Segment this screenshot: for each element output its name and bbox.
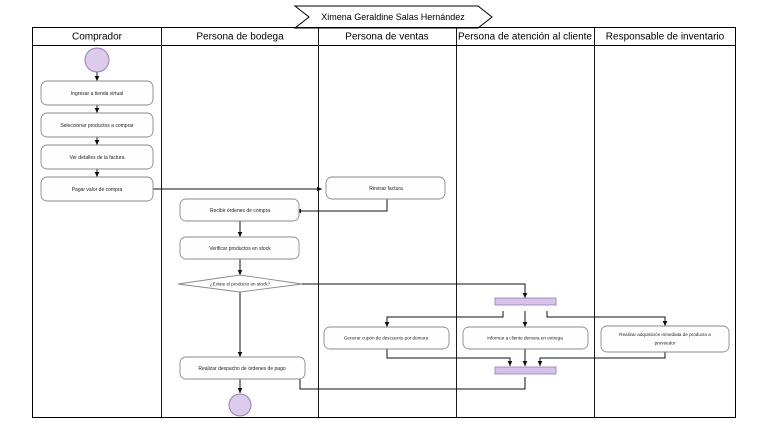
join-bar[interactable] xyxy=(494,366,557,375)
action-box[interactable] xyxy=(40,80,154,106)
action-label: Seleccionar productos a comprar xyxy=(60,123,134,129)
action-realizar-despacho-ordenes-pago[interactable]: Realizar despacho de órdenes de pago xyxy=(179,356,306,380)
final-node[interactable] xyxy=(228,393,252,417)
action-label: Recibir órdenes de compra xyxy=(210,208,270,214)
action-label: Realizar despacho de órdenes de pago xyxy=(198,366,286,372)
flow-edges xyxy=(94,72,668,394)
action-label-line1: Realizar adquisición inmediata de produc… xyxy=(619,332,711,337)
diagram-title: Ximena Geraldine Salas Hernández xyxy=(321,12,465,22)
action-label: Ver detalles de la factura xyxy=(69,155,124,161)
action-label: Generar cupón de descuento por demora xyxy=(344,336,429,341)
frame-outline xyxy=(32,27,736,418)
action-ver-detalles-factura[interactable]: Ver detalles de la factura xyxy=(40,144,154,170)
action-box[interactable] xyxy=(40,176,154,202)
action-box[interactable] xyxy=(325,176,446,200)
action-box[interactable] xyxy=(462,326,589,350)
decision-existe-producto-stock[interactable]: ¿Existe el producto en stock? xyxy=(177,274,303,293)
lane-header-ventas: Persona de ventas xyxy=(345,32,428,43)
edge-i1-to-join xyxy=(537,352,666,367)
action-box[interactable] xyxy=(600,325,730,353)
action-box[interactable] xyxy=(179,236,300,260)
action-label: Pagar valor de compra xyxy=(72,187,123,193)
edge-fork-to-v2 xyxy=(384,311,504,328)
action-revisar-factura[interactable]: Revisar factura xyxy=(325,176,446,200)
action-box[interactable] xyxy=(323,326,450,350)
action-label-line2: proveedor xyxy=(655,341,676,346)
fork-bar[interactable] xyxy=(494,297,557,306)
action-label: Informar a cliente demora en entrega xyxy=(487,336,563,341)
action-box[interactable] xyxy=(40,112,154,138)
action-box[interactable] xyxy=(179,356,306,380)
edge-v2-to-join xyxy=(386,349,513,367)
edge-join-to-b3 xyxy=(299,365,526,390)
edge-fork-to-i1 xyxy=(546,311,668,327)
lane-headers: Comprador Persona de bodega Persona de v… xyxy=(72,32,725,43)
action-box[interactable] xyxy=(179,198,300,222)
lane-header-bodega: Persona de bodega xyxy=(196,32,284,43)
action-label: Ingresar a tienda virtual xyxy=(71,91,123,97)
swimlane-frame xyxy=(32,27,736,418)
action-pagar-valor-compra[interactable]: Pagar valor de compra xyxy=(40,176,154,202)
lane-header-comprador: Comprador xyxy=(72,32,123,43)
decision-diamond[interactable] xyxy=(177,274,303,293)
edge-decision-no-to-fork xyxy=(302,283,528,299)
diagram-title-banner: Ximena Geraldine Salas Hernández xyxy=(293,5,493,29)
action-ingresar-tienda-virtual[interactable]: Ingresar a tienda virtual xyxy=(40,80,154,106)
edge-v1-to-b1 xyxy=(295,199,388,214)
action-seleccionar-productos[interactable]: Seleccionar productos a comprar xyxy=(40,112,154,138)
decision-label: ¿Existe el producto en stock? xyxy=(210,282,271,287)
action-recibir-ordenes-compra[interactable]: Recibir órdenes de compra xyxy=(179,198,300,222)
action-realizar-adquisicion-inmediata[interactable]: Realizar adquisición inmediata de produc… xyxy=(600,325,730,353)
lane-header-inventario: Responsable de inventario xyxy=(606,32,725,43)
action-generar-cupon-descuento[interactable]: Generar cupón de descuento por demora xyxy=(323,326,450,350)
initial-node[interactable] xyxy=(84,47,110,73)
action-label: Verificar productos en stock xyxy=(209,246,271,252)
action-box[interactable] xyxy=(40,144,154,170)
action-informar-cliente-demora[interactable]: Informar a cliente demora en entrega xyxy=(462,326,589,350)
action-verificar-productos-stock[interactable]: Verificar productos en stock xyxy=(179,236,300,260)
action-label: Revisar factura xyxy=(369,186,403,192)
lane-header-atencion: Persona de atención al cliente xyxy=(458,32,592,43)
